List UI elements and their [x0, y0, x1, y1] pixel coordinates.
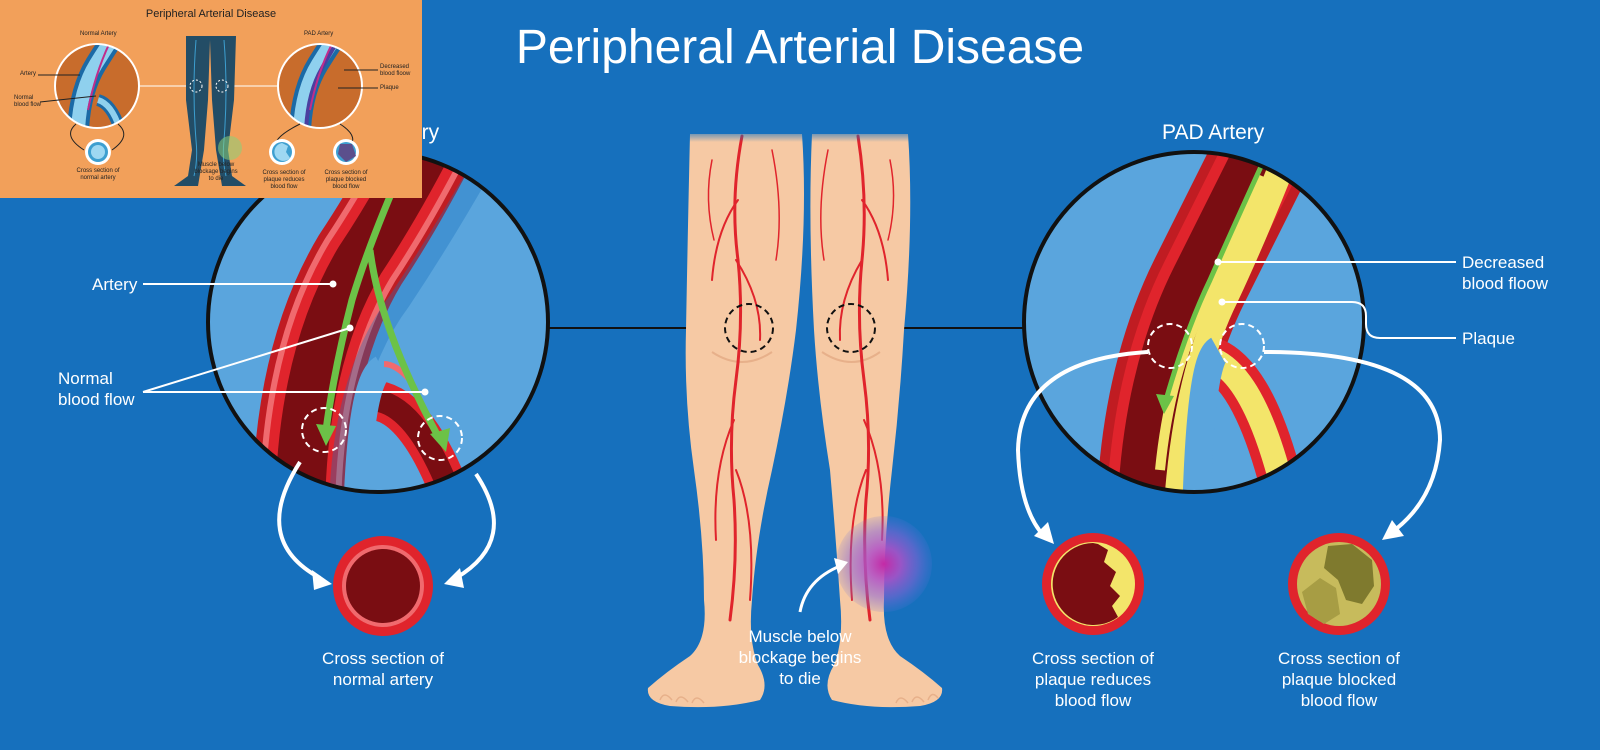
plaque-reduces-cross-label: Cross section of plaque reduces blood fl… [1032, 649, 1154, 710]
thumbnail-cross-normal-label: Cross section of normal artery [76, 168, 120, 181]
pad-artery-magnified [1022, 150, 1366, 494]
thumbnail-preview: Peripheral Arterial Disease Normal Arter… [0, 0, 422, 198]
thumbnail-decreased-label: Decreased blood floow [380, 64, 411, 77]
muscle-damage-glow [836, 516, 932, 612]
normal-blood-flow-label: Normal blood flow [58, 369, 135, 409]
right-leg [647, 134, 804, 708]
thumbnail-title: Peripheral Arterial Disease [145, 8, 277, 20]
right-pointer-lines [1218, 261, 1456, 339]
pad-artery-title: PAD Artery [1162, 121, 1265, 144]
arrow-to-reduced-cross [1015, 350, 1149, 538]
thumbnail-muscle-label: Muscle below blockage begins to die [194, 162, 238, 182]
thumbnail-normal-artery: Normal Artery [80, 31, 117, 37]
arrow-to-normal-cross-left [277, 460, 321, 580]
thumbnail-cross-blocked-label: Cross section of plaque blocked blood fl… [324, 170, 368, 190]
plaque-blocked-cross-section [1288, 533, 1390, 635]
knee-marker-left [724, 303, 774, 353]
thumbnail-artwork [38, 36, 378, 186]
normal-artery-cross-section [333, 536, 433, 636]
arrow-to-normal-cross-right [454, 472, 496, 580]
normal-cross-section-label: Cross section of normal artery [322, 649, 444, 689]
muscle-label: Muscle below blockage begins to die [738, 627, 862, 688]
left-pointer-lines [142, 283, 425, 393]
thumbnail-cross-reduces-label: Cross section of plaque reduces blood fl… [262, 170, 306, 190]
knee-marker-right [826, 303, 876, 353]
artery-label: Artery [92, 275, 138, 294]
decreased-blood-flow-label: Decreased blood floow [1462, 253, 1549, 293]
arrow-to-blocked-cross [1263, 350, 1443, 534]
thumbnail-artery-label: Artery [20, 71, 37, 77]
muscle-pointer-arrow [798, 564, 841, 613]
thumbnail-pad-artery: PAD Artery [304, 31, 334, 37]
thumbnail-normal-flow-label: Normal blood flow [14, 95, 42, 108]
page-title: Peripheral Arterial Disease [515, 21, 1085, 74]
plaque-reduced-cross-section [1042, 533, 1144, 635]
thumbnail-plaque-label: Plaque [380, 85, 399, 91]
plaque-label: Plaque [1462, 329, 1515, 348]
plaque-blocked-cross-label: Cross section of plaque blocked blood fl… [1278, 649, 1400, 710]
left-leg [810, 134, 943, 708]
legs-illustration [647, 128, 943, 708]
